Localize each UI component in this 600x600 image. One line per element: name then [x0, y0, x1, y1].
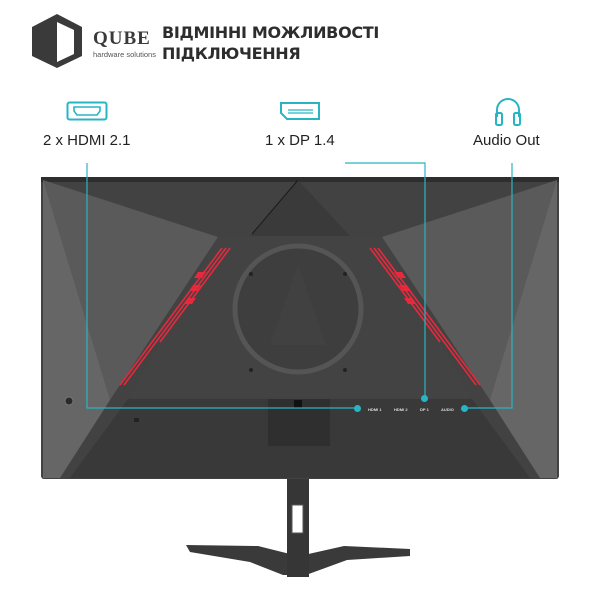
headphones-icon [495, 98, 521, 126]
callout-dot-audio [461, 405, 468, 412]
logo [30, 12, 84, 75]
page-title: ВІДМІННІ МОЖЛИВОСТІ ПІДКЛЮЧЕННЯ [162, 23, 380, 63]
port-hdmi-1: HDMI 1 [368, 407, 382, 412]
feature-label-hdmi: 2 x HDMI 2.1 [43, 132, 131, 149]
callout-dot-dp [421, 395, 428, 402]
brand-name: QUBE [93, 28, 151, 49]
feature-label-audio: Audio Out [473, 132, 540, 149]
displayport-icon [280, 102, 320, 120]
port-dp-1: DP 1 [420, 407, 429, 412]
qube-cube-icon [32, 14, 82, 68]
brand-tagline: hardware solutions [93, 50, 156, 59]
callout-dot-hdmi [354, 405, 361, 412]
port-audio: AUDIO [441, 407, 454, 412]
feature-label-dp: 1 x DP 1.4 [265, 132, 335, 149]
port-hdmi-2: HDMI 2 [394, 407, 408, 412]
hdmi-port-icon [66, 101, 108, 121]
